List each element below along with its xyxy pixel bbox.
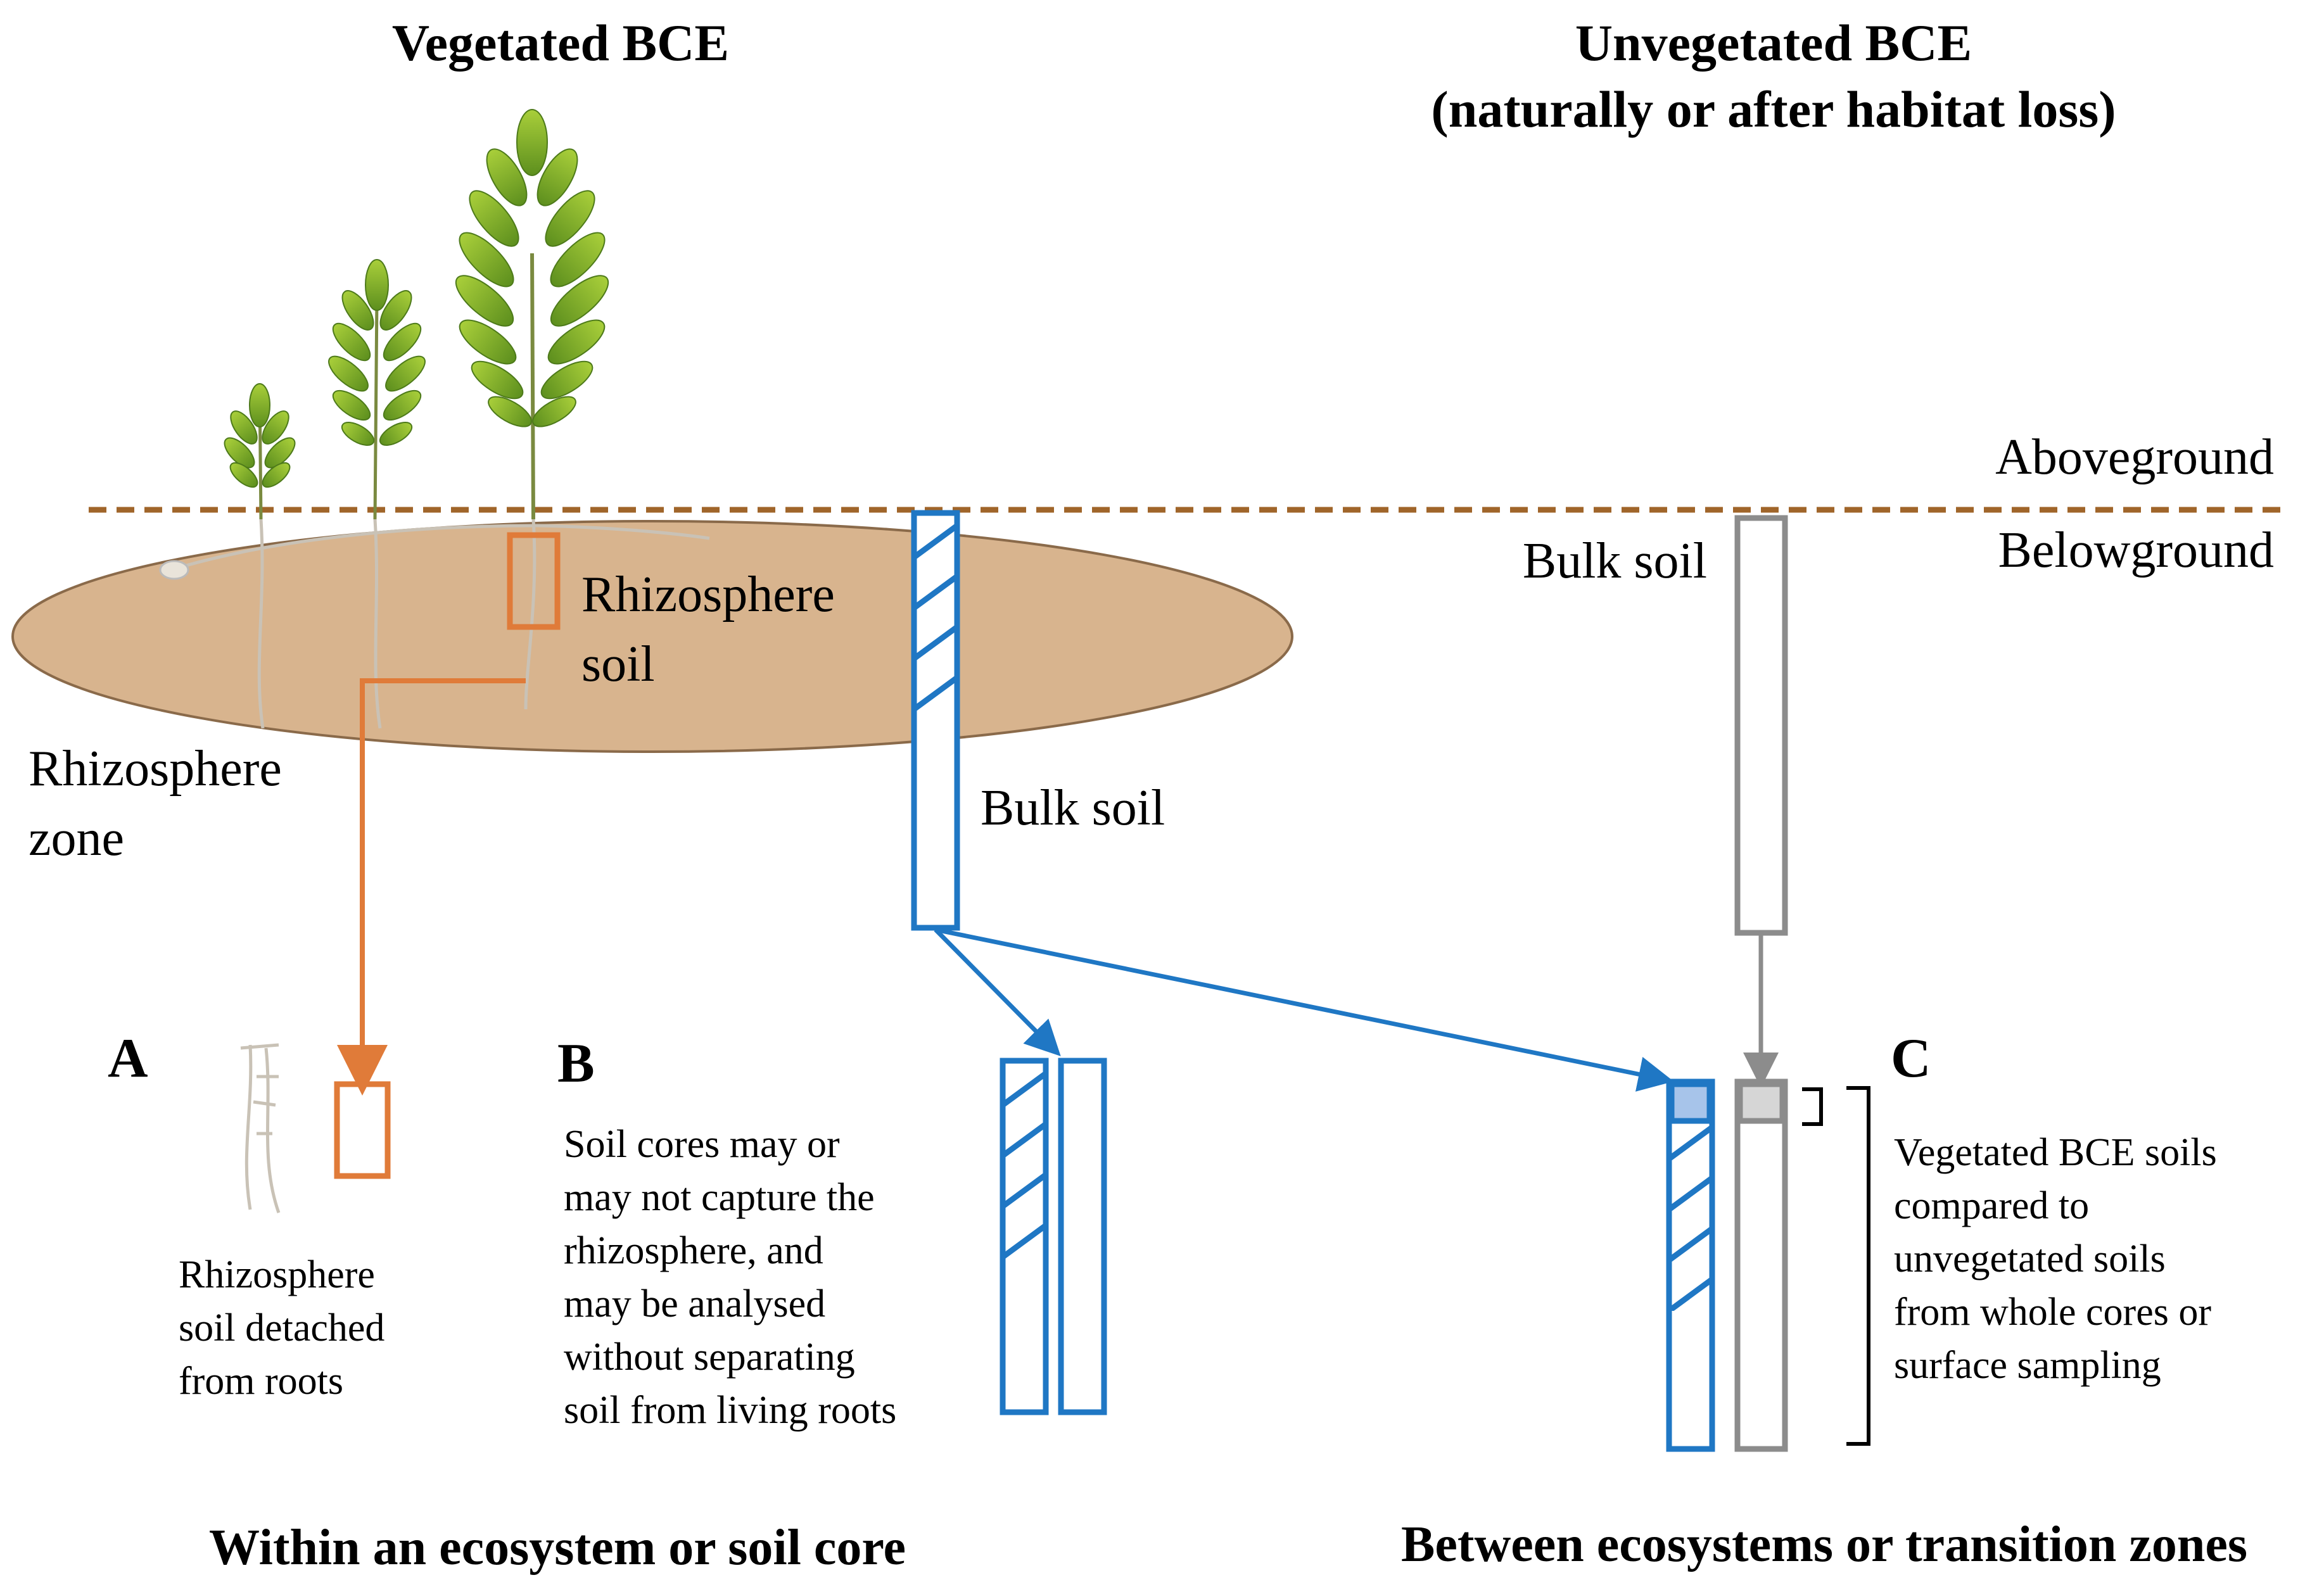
belowground-label: Belowground: [1998, 522, 2274, 578]
orange-arrow: [337, 678, 526, 1096]
rhizosphere-zone-label-2: zone: [29, 811, 124, 866]
panel-b-text-2: may not capture the: [564, 1176, 875, 1219]
footer-between: Between ecosystems or transition zones: [1401, 1517, 2247, 1572]
panel-c-text-4: from whole cores or: [1894, 1291, 2211, 1334]
panel-b-text-1: Soil cores may or: [564, 1123, 840, 1166]
panel-b-hatched-core: [1000, 1058, 1049, 1415]
bulk-soil-center-label: Bulk soil: [981, 780, 1165, 836]
panel-a-sample-box: [334, 1081, 391, 1179]
panel-a-text-2: soil detached: [179, 1306, 384, 1350]
blue-arrow-to-b: [934, 928, 1061, 1056]
unvegetated-title: Unvegetated BCE: [1575, 14, 1972, 72]
rhizosphere-soil-label-2: soil: [581, 636, 655, 692]
unvegetated-subtitle: (naturally or after habitat loss): [1431, 80, 2116, 138]
rhizosphere-sample-box: [507, 532, 561, 630]
panel-c-letter: C: [1891, 1028, 1931, 1089]
panel-c-text-5: surface sampling: [1894, 1344, 2161, 1387]
detached-roots: [240, 1043, 281, 1213]
panel-c-text-3: unvegetated soils: [1894, 1237, 2166, 1280]
panel-b-text-3: rhizosphere, and: [564, 1229, 823, 1272]
bulk-soil-right-label: Bulk soil: [1523, 533, 1707, 589]
rhizosphere-soil-label-1: Rhizosphere: [581, 567, 835, 623]
panel-c-text-1: Vegetated BCE soils: [1894, 1131, 2217, 1174]
footer-within: Within an ecosystem or soil core: [209, 1520, 906, 1576]
panel-c-blue-core: [1666, 1078, 1715, 1452]
surface-bracket: [1802, 1087, 1823, 1126]
center-soil-core: [911, 510, 960, 931]
panel-b-letter: B: [557, 1033, 595, 1094]
rhizosphere-zone-ellipse: [11, 520, 1293, 753]
panel-c-text-2: compared to: [1894, 1184, 2089, 1227]
panel-b-text-6: soil from living roots: [564, 1389, 896, 1432]
whole-core-bracket: [1846, 1086, 1870, 1446]
blue-arrow-to-c: [935, 927, 1674, 1092]
aboveground-label: Aboveground: [1995, 429, 2274, 485]
panel-b-text-4: may be analysed: [564, 1282, 825, 1325]
unvegetated-core: [1734, 515, 1788, 936]
panel-b-plain-core: [1058, 1058, 1107, 1415]
panel-c-gray-core: [1734, 1078, 1788, 1452]
vegetated-title: Vegetated BCE: [392, 14, 729, 72]
panel-a-letter: A: [108, 1028, 148, 1089]
seagrass-plants: [159, 109, 710, 729]
rhizosphere-zone-label-1: Rhizosphere: [29, 741, 282, 797]
panel-a-text-3: from roots: [179, 1360, 343, 1403]
panel-a-text-1: Rhizosphere: [179, 1253, 375, 1296]
panel-b-text-5: without separating: [564, 1336, 855, 1379]
